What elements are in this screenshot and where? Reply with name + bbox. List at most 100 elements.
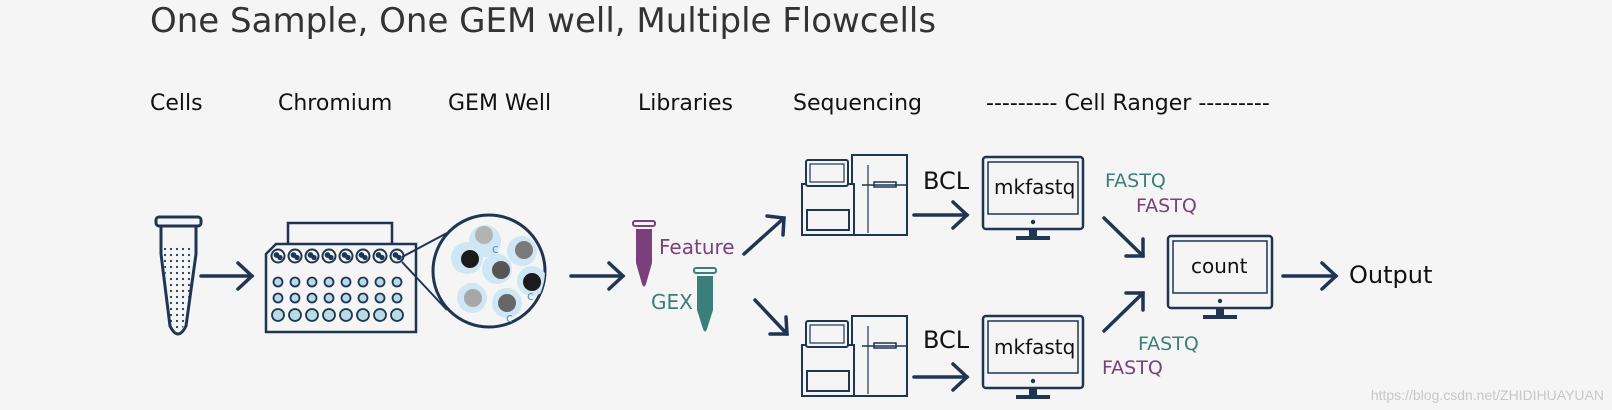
monitor-stand <box>1016 395 1050 399</box>
chip-sample-dot <box>375 252 382 258</box>
sequencer-screen-inner <box>809 163 845 183</box>
chip-partition-well <box>289 276 301 288</box>
sequencer-handle <box>873 342 897 349</box>
chip-partition-well <box>289 292 301 304</box>
monitor-screen <box>987 161 1079 215</box>
sequencer-bottom-icon <box>801 315 908 397</box>
chip-partition-well <box>322 308 336 322</box>
mkfastq-label-bottom: mkfastq <box>994 335 1075 359</box>
chip-partition-well <box>306 292 318 304</box>
sequencer-screen-inner <box>809 324 845 344</box>
arrow-cells-to-chromium <box>199 261 255 291</box>
chip-partition-well <box>374 292 386 304</box>
fastq-label-gex-top: FASTQ <box>1105 170 1166 192</box>
chip-partition-well <box>391 292 403 304</box>
chip-sample-dot <box>328 254 334 261</box>
chromium-chip-icon <box>264 221 418 334</box>
sequencer-tower <box>851 315 908 397</box>
chip-sample-dot <box>311 254 317 261</box>
monitor-power-dot <box>1030 219 1036 225</box>
chip-sample-dot <box>277 254 283 261</box>
arrow-mkfastq-to-count-top <box>1102 216 1145 258</box>
arrow-bcl-to-mkfastq-bottom <box>912 362 970 392</box>
monitor-power-dot <box>1030 378 1036 384</box>
chip-sample-dot <box>290 252 297 258</box>
sequencer-drawer <box>806 370 850 392</box>
chip-partition-well <box>306 276 318 288</box>
stage-label-cell-ranger: --------- Cell Ranger --------- <box>986 91 1270 116</box>
arrow-libraries-to-sequencer-top <box>742 214 786 256</box>
monitor-neck <box>1216 308 1224 315</box>
chip-partition-well <box>356 308 370 322</box>
arrow-gem-to-libraries <box>569 261 626 291</box>
chip-partition-well <box>357 292 369 304</box>
sample-tube-icon <box>154 215 203 336</box>
monitor-screen <box>1172 240 1268 294</box>
gem-zoom-lines <box>401 232 448 311</box>
monitor-neck <box>1029 229 1037 236</box>
chip-sample-dot <box>392 252 399 258</box>
monitor-stand <box>1016 236 1050 240</box>
chip-partition-well <box>288 308 302 322</box>
stage-label-libraries: Libraries <box>638 91 733 116</box>
gem-well-zoom-icon: c c c <box>431 213 547 329</box>
sequencer-tower <box>851 154 908 236</box>
feature-library-tube-icon <box>632 220 656 287</box>
stage-label-gem-well: GEM Well <box>448 91 551 116</box>
watermark-text: https://blog.csdn.net/ZHIDIHUAYUAN <box>1371 387 1604 403</box>
mkfastq-label-top: mkfastq <box>994 175 1075 199</box>
diagram-title: One Sample, One GEM well, Multiple Flowc… <box>150 1 936 41</box>
chip-partition-well <box>305 308 319 322</box>
chip-partition-well <box>374 276 386 288</box>
sequencer-screen <box>805 320 849 348</box>
chip-sample-dot <box>294 254 300 261</box>
chip-partition-well <box>271 308 285 322</box>
bcl-label-top: BCL <box>923 167 970 195</box>
chip-partition-well <box>323 292 335 304</box>
monitor-screen <box>987 320 1079 374</box>
gem-bead-letter: c <box>492 242 499 256</box>
output-label: Output <box>1349 261 1432 289</box>
chip-partition-well <box>390 308 404 322</box>
fastq-label-feature-bottom: FASTQ <box>1102 357 1163 379</box>
monitor-power-dot <box>1217 298 1223 304</box>
chip-sample-dot <box>379 254 385 261</box>
mkfastq-monitor-bottom-icon <box>981 314 1085 399</box>
stage-label-sequencing: Sequencing <box>793 91 922 116</box>
chip-partition-well <box>340 292 352 304</box>
count-label: count <box>1191 254 1248 278</box>
mkfastq-monitor-top-icon <box>981 155 1085 240</box>
chip-partition-well <box>272 276 284 288</box>
fastq-label-feature-top: FASTQ <box>1136 195 1197 217</box>
stage-label-chromium: Chromium <box>278 91 392 116</box>
chip-sample-dot <box>324 252 331 258</box>
chip-sample-dot <box>341 252 348 258</box>
arrow-mkfastq-to-count-bottom <box>1102 291 1145 333</box>
fastq-label-gex-bottom: FASTQ <box>1138 333 1199 355</box>
arrow-bcl-to-mkfastq-top <box>912 200 970 230</box>
count-monitor-icon <box>1166 234 1274 319</box>
chip-partition-well <box>340 276 352 288</box>
chip-partition-well <box>323 276 335 288</box>
chip-sample-dot <box>358 252 365 258</box>
bcl-label-bottom: BCL <box>923 326 970 354</box>
monitor-neck <box>1029 388 1037 395</box>
stage-label-cells: Cells <box>150 91 203 116</box>
chip-partition-well <box>391 276 403 288</box>
arrow-count-to-output <box>1281 261 1339 291</box>
chip-partition-well <box>272 292 284 304</box>
chip-sample-dot <box>396 254 402 261</box>
gex-library-label: GEX <box>651 290 693 314</box>
chip-sample-dot <box>362 254 368 261</box>
sequencer-top-icon <box>801 154 908 236</box>
chip-partition-well <box>373 308 387 322</box>
sequencer-screen <box>805 159 849 187</box>
arrow-libraries-to-sequencer-bottom <box>753 298 789 336</box>
gex-library-tube-icon <box>693 267 717 332</box>
monitor-stand <box>1203 315 1237 319</box>
chip-sample-dot <box>273 252 280 258</box>
sequencer-handle <box>873 181 897 188</box>
chip-partition-well <box>357 276 369 288</box>
feature-library-label: Feature <box>659 235 735 259</box>
